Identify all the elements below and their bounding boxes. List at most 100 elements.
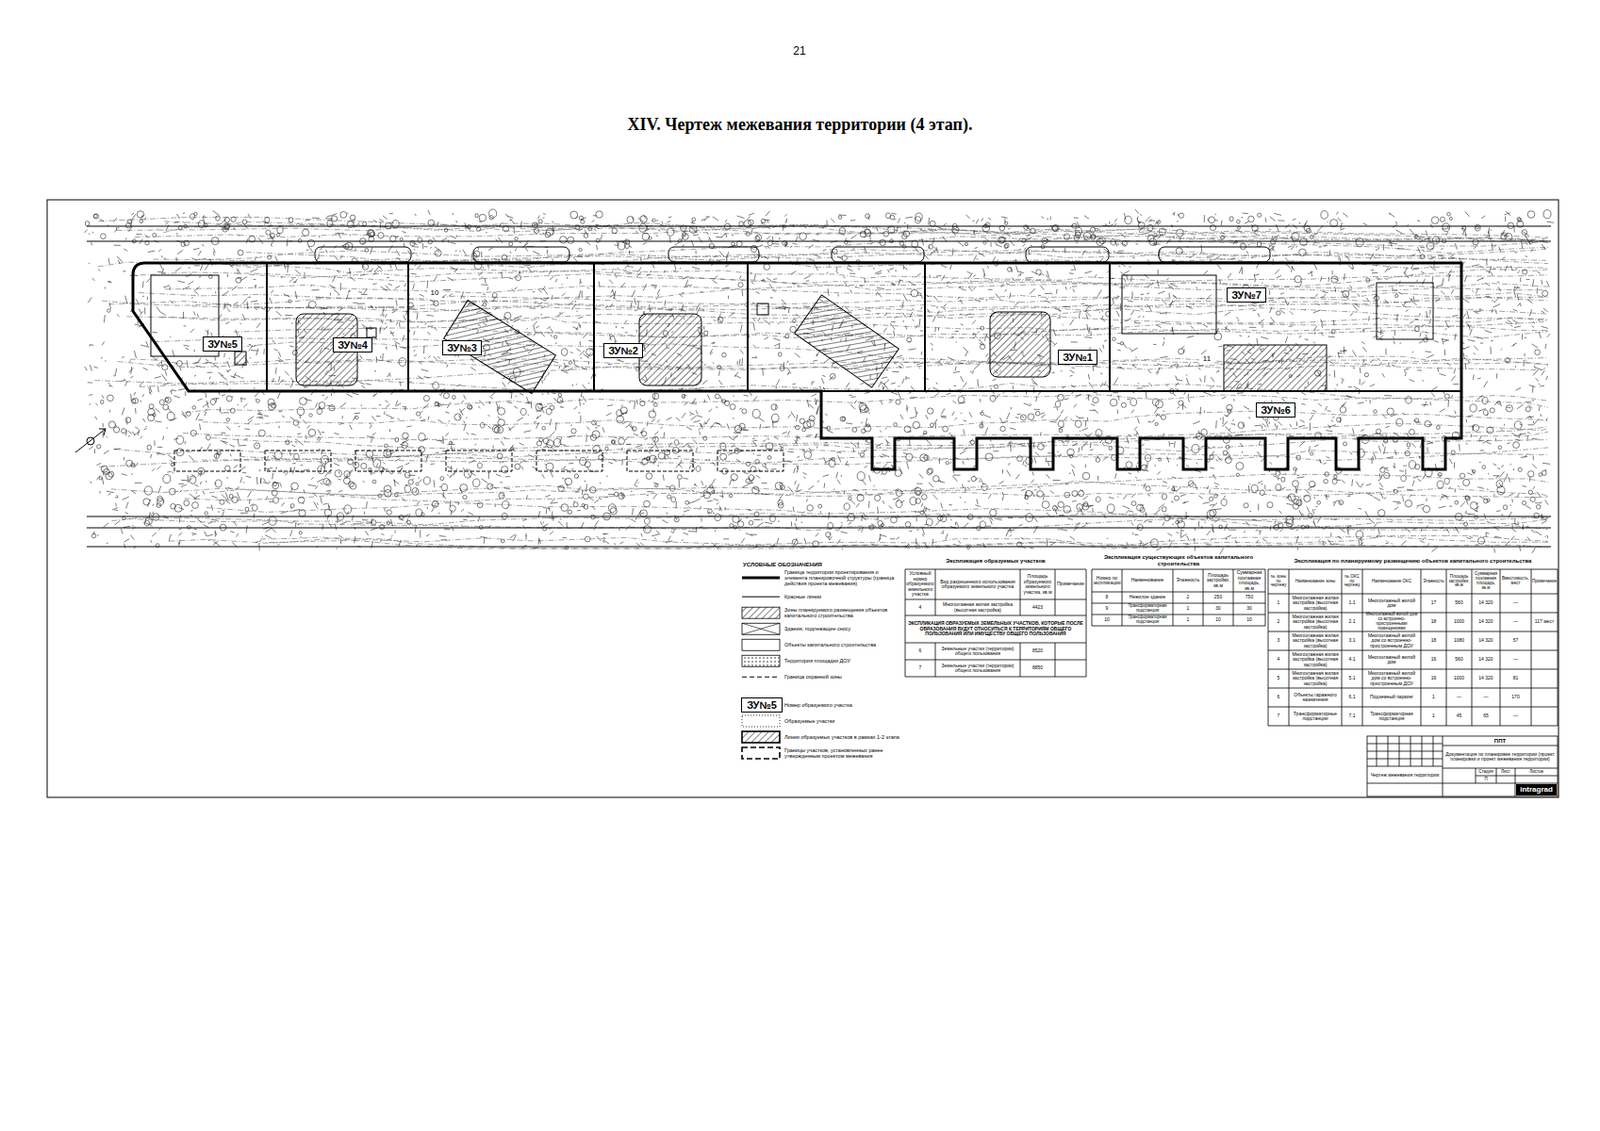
table-cell: Вместимость, мест <box>1501 570 1531 594</box>
table-heading: Экспликация образуемых участков <box>905 554 1087 568</box>
plot-number: ЗУ№1 <box>1062 351 1093 364</box>
roads <box>86 226 1551 547</box>
legend-box <box>742 747 780 759</box>
table-cell: 81 <box>1501 670 1531 688</box>
table-cell: 30 <box>1204 604 1233 614</box>
legend-text: Линии образуемых участков в рамках 1-2 э… <box>784 731 900 743</box>
legend-sample <box>742 747 780 759</box>
legend-box <box>742 607 780 619</box>
callout-number: 11 <box>1199 354 1215 365</box>
table-cell: № зоны по чертежу <box>1269 570 1288 594</box>
title-block-value: П <box>1476 776 1496 784</box>
table-cell: 4.1 <box>1342 651 1362 669</box>
table-cell: 250 <box>1204 593 1233 603</box>
table-cell: Этажность <box>1173 570 1203 592</box>
table-cell: 6 <box>906 643 935 660</box>
legend-text: Здания, подлежащие сносу <box>784 623 900 635</box>
legend-text: Объекты капитального строительства <box>784 639 900 651</box>
table-cell: 6.1 <box>1342 689 1362 707</box>
title-block-grid <box>1367 736 1558 797</box>
table-cell: Многоэтажная жилая застройка (высотная з… <box>1289 613 1341 631</box>
table-cell: Площадь застройки, кв.м <box>1204 570 1233 592</box>
plot-label: ЗУ№3 <box>442 340 482 357</box>
table-cell: 5 <box>1269 670 1288 688</box>
legend-text: Номер образуемого участка <box>784 699 900 711</box>
table-cell: 30 <box>1234 604 1265 614</box>
utility-lines <box>94 216 1549 549</box>
table-heading: Экспликация существующих объектов капита… <box>1091 554 1266 568</box>
legend-sample <box>742 655 780 667</box>
table-cell: 8520 <box>1021 643 1055 660</box>
table-cell: Многоэтажная жилая застройка (высотная з… <box>936 600 1020 615</box>
legend-box <box>742 623 780 635</box>
legend-heading: УСЛОВНЫЕ ОБОЗНАЧЕНИЯ <box>742 560 885 570</box>
table-cell: 3 <box>1269 632 1288 650</box>
legend-sample <box>742 676 780 678</box>
title-block-frame <box>1367 736 1558 797</box>
table-cell: 750 <box>1234 593 1265 603</box>
table-cell: 4 <box>906 600 935 615</box>
table-cell: 7 <box>906 660 935 677</box>
table-grids <box>905 569 1558 726</box>
plot-divider <box>266 263 1462 392</box>
buildings <box>150 275 1434 394</box>
table-cell: 14 320 <box>1472 613 1500 631</box>
table-cell: — <box>1501 613 1531 631</box>
legend-sample <box>742 596 780 598</box>
table-cell: 3.1 <box>1342 632 1362 650</box>
legend-sample <box>742 607 780 619</box>
table-cell: Нежилое здание <box>1122 593 1172 603</box>
planned-building <box>989 312 1051 378</box>
table-cell: — <box>1447 689 1471 707</box>
table-cell: Трансформаторная подстанция <box>1122 615 1172 626</box>
table-cell: Наименование <box>1122 570 1172 592</box>
table-cell: Многоэтажная жилая застройка (высотная з… <box>1289 632 1341 650</box>
table-cell: Примечание <box>1532 570 1557 594</box>
parking-bays <box>314 247 1271 263</box>
table-cell: 1 <box>1421 708 1446 726</box>
table-cell: 16 <box>1421 670 1446 688</box>
table-cell: 7.1 <box>1342 708 1362 726</box>
small-structure <box>757 303 769 315</box>
company-logo: intragrad <box>1516 784 1557 796</box>
table-cell: Объекты гаражного назначения <box>1289 689 1341 707</box>
title-block <box>1367 736 1558 797</box>
plot-label: ЗУ№1 <box>1057 349 1098 366</box>
table-cell: 10 <box>1204 615 1233 626</box>
plot-boundaries <box>132 263 1462 470</box>
table-cell: Вид разрешенного использования образуемо… <box>936 570 1020 599</box>
table-cell: Многоэтажный жилой дом со встроенно-прис… <box>1363 613 1420 631</box>
title-block-field: Листов <box>1516 769 1557 776</box>
legend-samples <box>742 577 780 759</box>
page-number: 21 <box>771 43 828 61</box>
table-cell: 8 <box>1092 593 1122 603</box>
table-cell: 7 <box>1269 708 1288 726</box>
legend-text: Границы участков, установленных ранее ут… <box>784 747 900 759</box>
planned-building <box>444 300 557 395</box>
small-structure <box>366 328 377 338</box>
drawing-frame <box>47 199 1559 798</box>
legend-text: Зоны планируемого размещения объектов ка… <box>784 607 900 619</box>
legend-line <box>742 676 780 678</box>
plot-label-sample: ЗУ№5 <box>741 697 783 713</box>
table-section-heading: ЭКСПЛИКАЦИЯ ОБРАЗУЕМЫХ ЗЕМЕЛЬНЫХ УЧАСТКО… <box>906 616 1086 643</box>
table-cell: Многоэтажная жилая застройка (высотная з… <box>1289 594 1341 612</box>
table-cell: Условный номер образуемого земельного уч… <box>906 570 935 599</box>
north-arrow-line <box>75 428 106 453</box>
page-title: XIV. Чертеж межевания территории (4 этап… <box>282 113 1318 138</box>
survey-detail <box>84 209 1555 555</box>
table-cell: — <box>1472 689 1500 707</box>
legend-text: Территория площадки ДОУ <box>784 655 900 667</box>
plot-number: ЗУ№6 <box>1260 404 1291 417</box>
table-cell: 45 <box>1447 708 1471 726</box>
table-cell: 4 <box>1269 651 1288 669</box>
table-cell: — <box>1501 708 1531 726</box>
table-cell: 17 <box>1421 594 1446 612</box>
existing-buildings <box>174 450 784 472</box>
table-cell: Суммарная поэтажная площадь, кв.м <box>1234 570 1265 592</box>
table-cell: Трансформаторные подстанции <box>1289 708 1341 726</box>
legend-line <box>742 596 780 598</box>
table-cell: 5.1 <box>1342 670 1362 688</box>
table-cell: 8850 <box>1021 660 1055 677</box>
legend-sample <box>742 639 780 651</box>
